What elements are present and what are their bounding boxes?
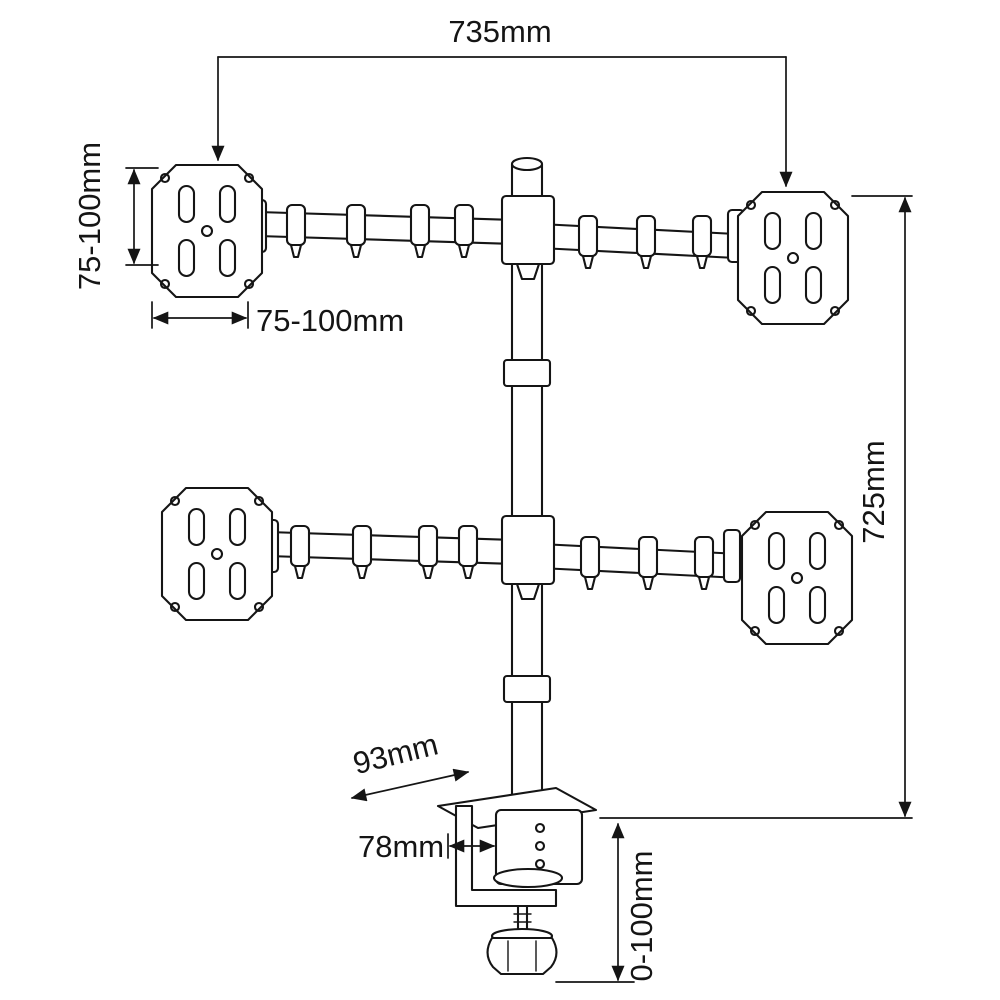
arm-joint <box>285 203 307 259</box>
dim-label-top-width: 735mm <box>448 14 551 49</box>
arm-joint <box>635 214 657 270</box>
lower-arm <box>260 514 742 601</box>
lower-hub-tab <box>515 582 541 601</box>
vesa-plate-bottom-right <box>740 510 854 646</box>
upper-arm <box>248 194 746 281</box>
dim-label-clamp-inner-width: 78mm <box>358 829 444 864</box>
lower-arm-hub <box>500 514 556 586</box>
upper-hub-tab <box>515 262 541 281</box>
vesa-plate-top-right <box>736 190 850 326</box>
dim-label-vesa-vertical: 75-100mm <box>72 142 107 290</box>
dim-vesa-horizontal: 75-100mm <box>151 301 404 338</box>
arm-joint <box>351 524 373 580</box>
arm-joint <box>289 524 311 580</box>
clamp-hole <box>534 822 546 834</box>
arm-joint <box>579 535 601 591</box>
arm-joint <box>693 535 715 591</box>
arm-joint <box>417 524 439 580</box>
dim-clamp-depth: 93mm <box>349 726 470 802</box>
clamp-pad <box>492 867 564 889</box>
dim-clamp-opening: 0-100mm <box>555 822 659 983</box>
clamp-knob <box>486 936 558 976</box>
lower-arm-right-endblock <box>722 528 742 584</box>
dim-top-width: 735mm <box>211 14 793 188</box>
clamp-bracket <box>454 804 558 908</box>
pole-collar-upper <box>502 358 552 388</box>
dim-vesa-vertical: 75-100mm <box>72 142 159 290</box>
screw-threads <box>513 913 532 923</box>
arm-joint <box>409 203 431 259</box>
dim-label-vesa-horizontal: 75-100mm <box>256 303 404 338</box>
arm-joint <box>577 214 599 270</box>
dim-label-clamp-depth: 93mm <box>349 726 441 781</box>
vesa-plate-bottom-left <box>160 486 274 622</box>
clamp-hole <box>534 840 546 852</box>
dimension-annotations: 735mm 75-100mm 75-100mm 725mm <box>72 14 913 983</box>
arm-joint <box>345 203 367 259</box>
upper-arm-hub <box>500 194 556 266</box>
dim-label-clamp-opening: 0-100mm <box>624 851 659 982</box>
arm-joint <box>691 214 713 270</box>
dim-column-height: 725mm <box>599 195 913 819</box>
arm-joint <box>457 524 479 580</box>
dim-clamp-inner-width: 78mm <box>358 829 496 864</box>
knob-ridges <box>507 940 537 972</box>
desk-clamp <box>436 786 598 976</box>
pole-collar-lower <box>502 674 552 704</box>
arm-joint <box>637 535 659 591</box>
pole-cap <box>510 156 544 172</box>
arm-joint <box>453 203 475 259</box>
vesa-plate-top-left <box>150 163 264 299</box>
dim-label-column-height: 725mm <box>856 440 891 543</box>
clamp-hole <box>534 858 546 870</box>
